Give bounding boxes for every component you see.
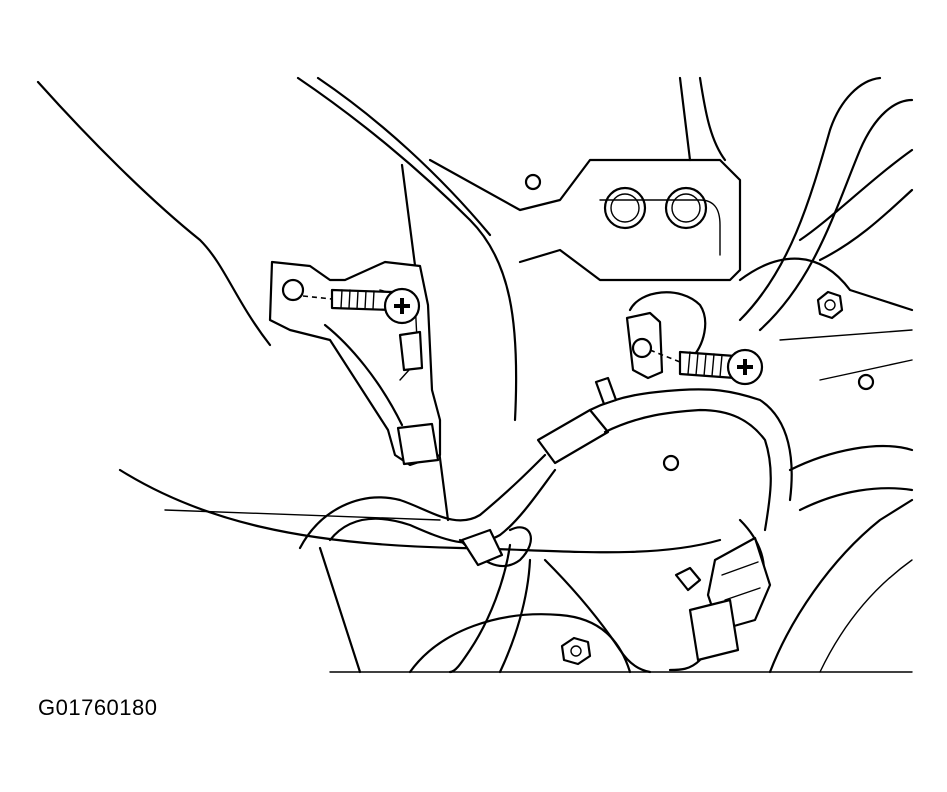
- center-opening: [628, 291, 707, 362]
- clip-hole: [631, 337, 653, 359]
- upper-rib: [678, 76, 692, 162]
- body-panel-right: [779, 329, 913, 381]
- upper-panel-inner: [599, 199, 721, 256]
- connector-lower: [688, 598, 740, 662]
- harness-upper-right-4: [818, 188, 914, 262]
- upper-rib-2: [698, 76, 727, 162]
- lower-panel-edge: [118, 468, 722, 554]
- small-hole-3: [662, 454, 680, 472]
- hex-bolt-upper: [816, 290, 844, 320]
- figure-code: G01760180: [38, 695, 158, 720]
- hole-left-inner: [610, 193, 640, 223]
- left-bracket-tab-upper: [398, 330, 424, 372]
- hole-right-inner: [671, 193, 701, 223]
- harness-sleeve: [536, 408, 610, 465]
- left-body-panel: [36, 80, 272, 347]
- lower-right-panel: [788, 444, 914, 512]
- lower-body-panel: [318, 546, 362, 674]
- lower-body-curve: [408, 613, 632, 674]
- lower-right-curve: [768, 498, 914, 674]
- hex-bolt-lower-center: [570, 645, 582, 657]
- center-screw-cross-icon: [737, 359, 753, 375]
- connector-clip: [674, 566, 702, 592]
- center-screw-thread: [687, 351, 723, 378]
- pillar-outer: [296, 76, 518, 422]
- upper-panel: [428, 158, 742, 282]
- harness-mid-1: [588, 388, 793, 502]
- lower-right-curve-2: [819, 559, 913, 673]
- left-screw-cross-icon: [394, 298, 410, 314]
- harness-upper-right-3: [798, 148, 914, 242]
- pillar-inner: [316, 76, 492, 237]
- body-curve-right: [738, 257, 914, 312]
- harness-loop-connector: [460, 528, 504, 567]
- hole-right: [664, 186, 708, 230]
- lower-panel-edge-inner: [164, 509, 441, 521]
- left-bracket-slot: [323, 323, 404, 427]
- harness-main-2: [328, 468, 557, 544]
- left-screw-thread: [340, 289, 375, 310]
- left-bracket-tab-lower: [396, 422, 440, 466]
- harness-lower-2: [498, 558, 532, 674]
- harness-lower-1: [448, 543, 512, 674]
- harness-main-1: [298, 453, 547, 550]
- connector-right-detail: [721, 561, 761, 601]
- left-bracket-hole: [281, 278, 305, 302]
- harness-tie: [594, 376, 618, 406]
- harness-upper-right-2: [758, 98, 914, 332]
- left-screw-guide: [302, 295, 333, 300]
- connector-wire: [668, 658, 702, 672]
- harness-upper-right-1: [738, 76, 882, 322]
- small-hole-2: [857, 373, 875, 391]
- harness-mid-2: [603, 408, 772, 532]
- hex-bolt-lower: [560, 636, 592, 666]
- hex-bolt-upper-center: [824, 299, 836, 311]
- hole-left: [603, 186, 647, 230]
- center-clip: [625, 311, 664, 380]
- small-hole-1: [524, 173, 542, 191]
